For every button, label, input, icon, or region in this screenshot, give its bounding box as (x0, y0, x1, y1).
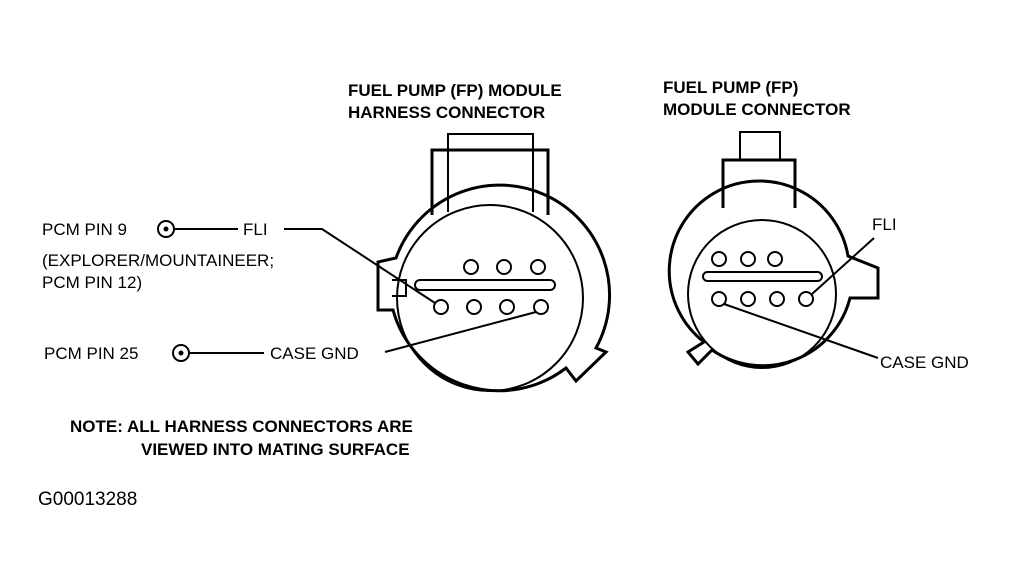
module-pins-bottom-row (711, 291, 814, 307)
module-mating-face (687, 219, 837, 369)
module-title-line1: FUEL PUMP (FP) (663, 78, 798, 97)
module-connector-body (667, 179, 880, 368)
pcm-pin9-label: PCM PIN 9 (42, 220, 127, 239)
harness-connector-body (376, 183, 612, 393)
explorer-note-line2: PCM PIN 12) (42, 273, 142, 292)
module-latch (721, 158, 797, 208)
note-line1: NOTE: ALL HARNESS CONNECTORS ARE (70, 417, 413, 436)
module-title-line2: MODULE CONNECTOR (663, 100, 851, 119)
module-pins-top-row (711, 251, 783, 267)
harness-connector: FUEL PUMP (FP) MODULE HARNESS CONNECTOR … (42, 81, 612, 393)
harness-fli-label: FLI (243, 220, 268, 239)
module-pin-case-gnd (711, 291, 727, 307)
harness-latch (430, 148, 550, 215)
module-case-gnd-leader (723, 303, 879, 359)
harness-case-gnd-leader (384, 311, 537, 353)
module-pin-fli (798, 291, 814, 307)
explorer-note-line1: (EXPLORER/MOUNTAINEER; (42, 251, 274, 270)
harness-pins-top-row (463, 259, 546, 275)
module-fli-leader (811, 237, 875, 295)
harness-latch-inner (447, 133, 534, 212)
harness-fli-leader (284, 228, 436, 304)
harness-pin-case-gnd (533, 299, 549, 315)
harness-mating-face (396, 204, 584, 392)
module-case-gnd-label: CASE GND (880, 353, 969, 372)
harness-title-line2: HARNESS CONNECTOR (348, 103, 545, 122)
harness-key-bar (414, 279, 556, 291)
harness-pins-bottom-row (433, 299, 549, 315)
module-connector: FUEL PUMP (FP) MODULE CONNECTOR FLI CASE… (663, 78, 969, 372)
harness-pin-fli (433, 299, 449, 315)
harness-title-line1: FUEL PUMP (FP) MODULE (348, 81, 562, 100)
figure-code: G00013288 (38, 489, 137, 510)
note-line2: VIEWED INTO MATING SURFACE (141, 440, 410, 459)
pcm-pin25-label: PCM PIN 25 (44, 344, 138, 363)
harness-case-gnd-label: CASE GND (270, 344, 359, 363)
module-fli-label: FLI (872, 215, 897, 234)
module-key-bar (702, 271, 823, 282)
